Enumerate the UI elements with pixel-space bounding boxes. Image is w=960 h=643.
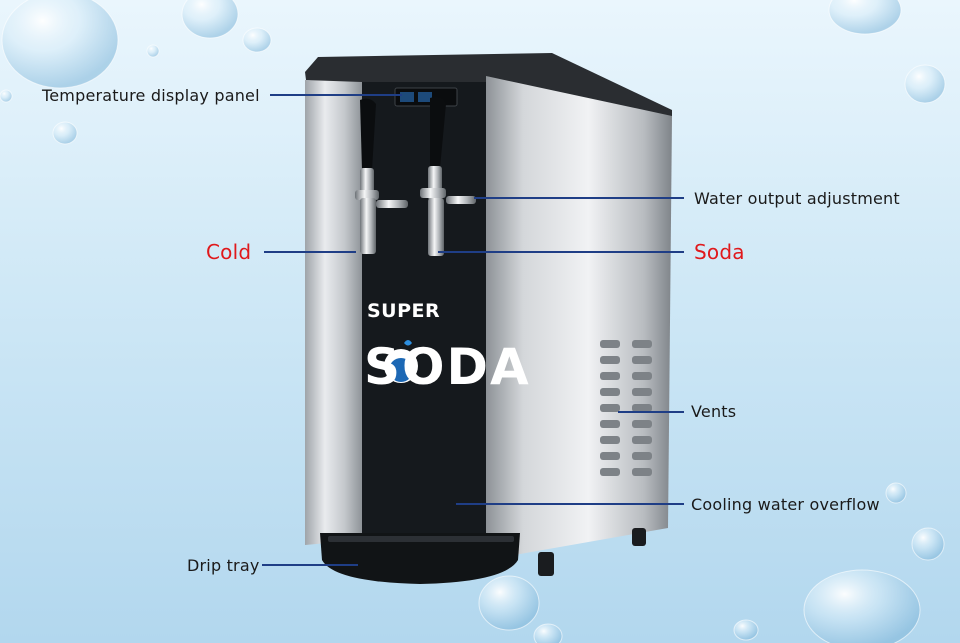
- vents-grille: [600, 340, 652, 476]
- label-soda: Soda: [694, 240, 745, 264]
- soda-tap: [420, 96, 476, 256]
- logo-super-text: SUPER: [367, 300, 441, 322]
- logo-soda-text: SODA: [364, 338, 531, 396]
- label-cold: Cold: [206, 240, 252, 264]
- label-temperature-display-panel: Temperature display panel: [42, 86, 260, 105]
- leader-lines: [262, 94, 684, 566]
- machine-side-panel: [486, 76, 672, 560]
- logo-water-drop: [389, 358, 413, 382]
- label-cooling-water-overflow: Cooling water overflow: [691, 495, 880, 514]
- front-panel: [362, 82, 486, 544]
- label-drip-tray: Drip tray: [187, 556, 260, 575]
- display-digit-2: [418, 92, 432, 102]
- drip-tray-grate: [328, 536, 514, 542]
- machine-foot: [538, 552, 554, 576]
- label-water-output-adjustment: Water output adjustment: [694, 189, 900, 208]
- display-digit-1: [400, 92, 414, 102]
- drip-tray: [320, 533, 520, 584]
- cold-tap: [355, 98, 408, 254]
- machine-front-left: [305, 80, 362, 545]
- label-vents: Vents: [691, 402, 737, 421]
- logo-splash: [404, 340, 412, 346]
- machine-foot: [632, 528, 646, 546]
